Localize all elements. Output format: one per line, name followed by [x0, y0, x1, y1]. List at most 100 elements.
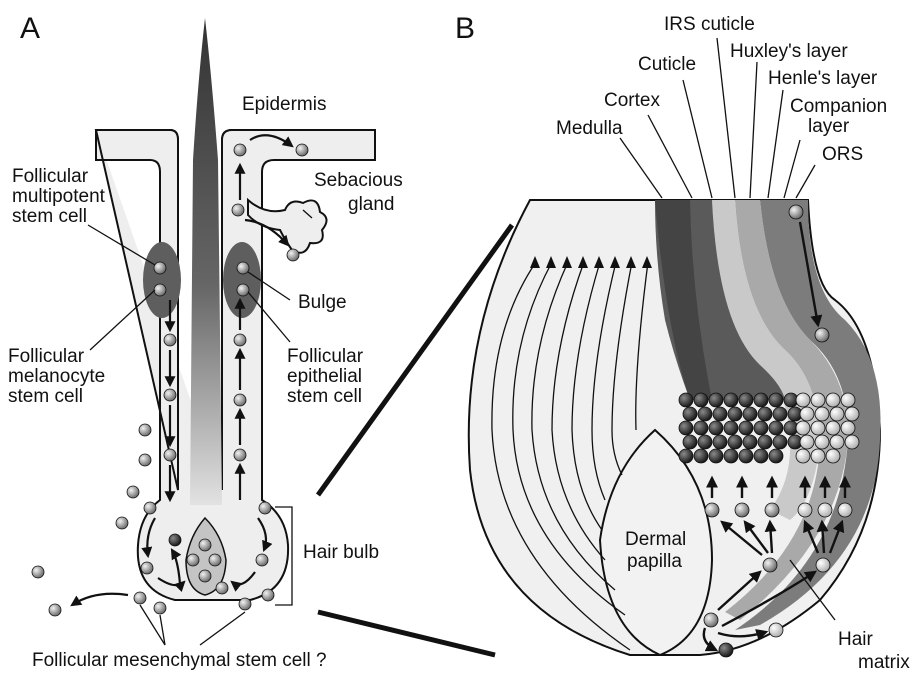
cell	[679, 393, 693, 407]
cell	[739, 449, 753, 463]
cell	[683, 407, 697, 421]
cell	[826, 449, 840, 463]
cell	[724, 393, 738, 407]
label-multipotent-line2: multipotent	[12, 186, 106, 207]
cell	[698, 435, 712, 449]
cell	[724, 421, 738, 435]
cell	[754, 421, 768, 435]
cell	[758, 435, 772, 449]
cell	[287, 249, 299, 261]
cell	[139, 424, 151, 436]
label-multipotent-line1: Follicular	[12, 166, 89, 187]
cell	[845, 435, 859, 449]
cell	[709, 449, 723, 463]
label-mesenchymal: Follicular mesenchymal stem cell ?	[32, 650, 327, 671]
cell	[798, 503, 812, 517]
cell	[815, 435, 829, 449]
cell	[830, 435, 844, 449]
cell	[728, 407, 742, 421]
cell	[800, 435, 814, 449]
cell	[237, 262, 249, 274]
cell	[796, 421, 810, 435]
cell	[141, 562, 153, 574]
cell	[234, 449, 246, 461]
cell	[769, 623, 783, 637]
label-huxleys-layer: Huxley's layer	[730, 41, 848, 62]
cell	[234, 394, 246, 406]
cell	[773, 407, 787, 421]
cell	[259, 502, 271, 514]
label-melanocyte-line1: Follicular	[8, 346, 85, 367]
cell	[841, 393, 855, 407]
cell	[845, 407, 859, 421]
label-cortex: Cortex	[604, 90, 660, 111]
label-epithelial-line1: Follicular	[287, 346, 364, 367]
cell	[705, 503, 719, 517]
cell	[789, 205, 803, 219]
cell	[144, 502, 156, 514]
label-cuticle: Cuticle	[638, 54, 696, 75]
cell	[154, 602, 166, 614]
cell	[154, 284, 166, 296]
cell	[769, 421, 783, 435]
cell	[754, 393, 768, 407]
cell	[826, 393, 840, 407]
cell	[698, 407, 712, 421]
cell	[704, 613, 718, 627]
cell	[239, 598, 251, 610]
cell	[164, 389, 176, 401]
cell	[169, 534, 181, 546]
label-hair-matrix-line1: Hair	[838, 629, 874, 650]
cell	[826, 421, 840, 435]
cell	[769, 449, 783, 463]
cell	[694, 421, 708, 435]
label-epithelial-line3: stem cell	[287, 386, 362, 407]
label-sebaceous-line1: Sebacious	[314, 170, 403, 191]
label-multipotent-line3: stem cell	[12, 206, 87, 227]
label-melanocyte-line2: melanocyte	[8, 366, 105, 387]
cell	[256, 554, 268, 566]
cell	[713, 435, 727, 449]
cell	[234, 334, 246, 346]
cell	[719, 643, 733, 657]
cell	[216, 582, 228, 594]
cell	[262, 589, 274, 601]
cell	[199, 539, 211, 551]
bulge-right	[223, 242, 261, 318]
cell	[134, 592, 146, 604]
cell	[724, 449, 738, 463]
cell	[815, 407, 829, 421]
cell	[32, 566, 44, 578]
cell	[796, 393, 810, 407]
label-companion-line2: layer	[808, 116, 850, 137]
cell	[758, 407, 772, 421]
label-bulge: Bulge	[298, 292, 347, 313]
label-hair-matrix-line2: matrix	[858, 652, 910, 673]
label-henles-layer: Henle's layer	[768, 68, 878, 89]
cell	[841, 421, 855, 435]
cell	[754, 449, 768, 463]
cell	[811, 449, 825, 463]
cell	[199, 570, 211, 582]
label-melanocyte-line3: stem cell	[8, 386, 83, 407]
cell	[694, 393, 708, 407]
cell	[773, 435, 787, 449]
label-dermal-papilla-line2: papilla	[627, 551, 682, 572]
cell	[164, 449, 176, 461]
cell	[694, 449, 708, 463]
cell	[139, 454, 151, 466]
cell	[232, 204, 244, 216]
cell	[830, 407, 844, 421]
label-medulla: Medulla	[556, 118, 623, 139]
label-ors: ORS	[822, 144, 863, 165]
bulge-left	[143, 242, 181, 318]
cell	[209, 554, 221, 566]
panel-label-a: A	[20, 12, 40, 45]
cell	[743, 407, 757, 421]
cell	[679, 449, 693, 463]
label-epidermis: Epidermis	[242, 94, 326, 115]
cell	[679, 421, 693, 435]
label-dermal-papilla-line1: Dermal	[625, 529, 686, 550]
cell	[769, 393, 783, 407]
